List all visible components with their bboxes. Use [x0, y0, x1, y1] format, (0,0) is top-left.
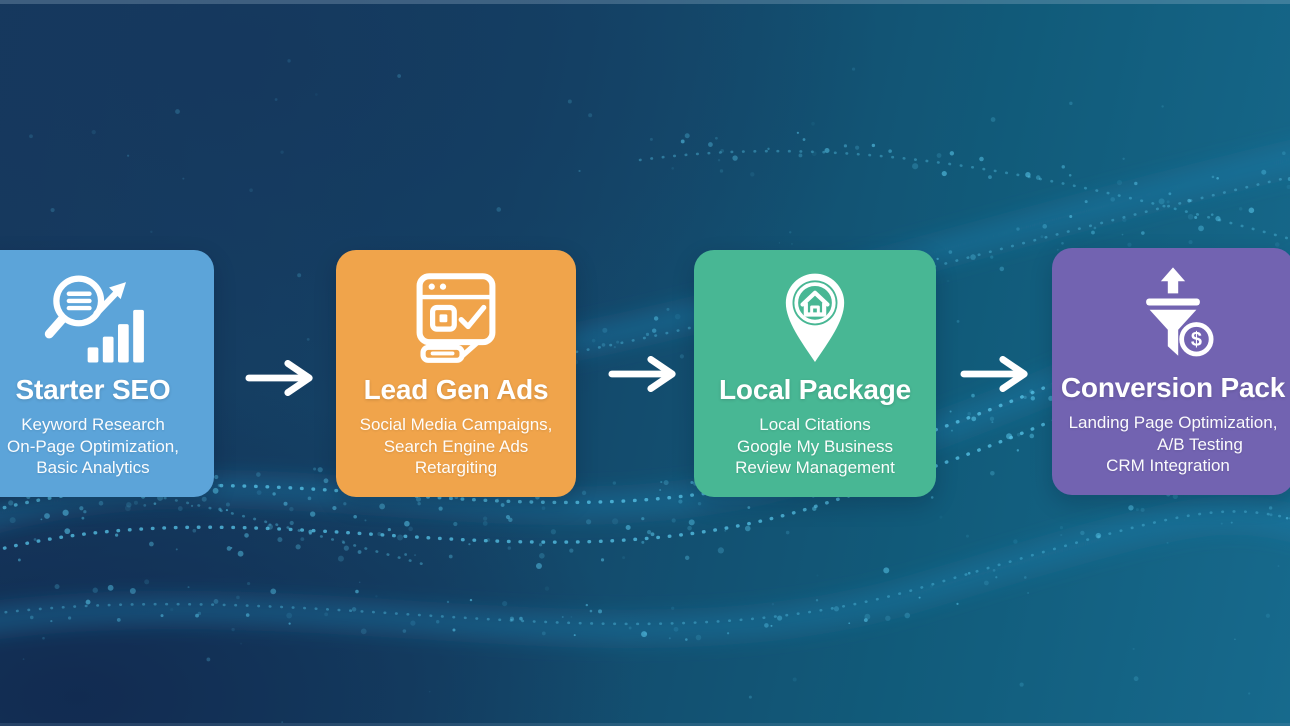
step-feature-line: CRM Integration — [1047, 455, 1289, 477]
step-feature-line: Basic Analytics — [0, 457, 214, 479]
step-title: Conversion Pack — [1061, 372, 1285, 404]
step-feature-line: Retargiting — [336, 457, 576, 479]
step-feature-line: On-Page Optimization, — [0, 436, 214, 458]
step-feature-line: Search Engine Ads — [336, 436, 576, 458]
step-features: Landing Page Optimization, A/B Testing C… — [1052, 412, 1290, 477]
step-title: Lead Gen Ads — [364, 374, 549, 406]
step-feature-line: Keyword Research — [0, 414, 214, 436]
flow-arrow-icon — [244, 355, 318, 401]
step-title: Starter SEO — [16, 374, 171, 406]
step-card-conversion-pack: $ Conversion Pack Landing Page Optimizat… — [1052, 248, 1290, 495]
svg-text:$: $ — [1191, 329, 1202, 351]
seo-analytics-icon — [37, 264, 149, 370]
flow-arrow-icon — [607, 351, 681, 397]
step-feature-line: A/B Testing — [1079, 434, 1290, 456]
step-features: Social Media Campaigns, Search Engine Ad… — [336, 414, 576, 479]
step-title: Local Package — [719, 374, 911, 406]
funnel-dollar-icon: $ — [1121, 262, 1225, 368]
step-feature-line: Review Management — [694, 457, 936, 479]
step-card-local-package: Local Package Local Citations Google My … — [694, 250, 936, 497]
step-feature-line: Local Citations — [694, 414, 936, 436]
step-card-lead-gen-ads: Lead Gen Ads Social Media Campaigns, Sea… — [336, 250, 576, 497]
step-card-starter-seo: Starter SEO Keyword Research On-Page Opt… — [0, 250, 214, 497]
top-edge-highlight — [0, 0, 1290, 4]
step-features: Keyword Research On-Page Optimization, B… — [0, 414, 214, 479]
location-pin-home-icon — [765, 264, 865, 370]
step-feature-line: Google My Business — [694, 436, 936, 458]
step-features: Local Citations Google My Business Revie… — [694, 414, 936, 479]
flow-arrow-icon — [959, 351, 1033, 397]
step-feature-line: Landing Page Optimization, — [1052, 412, 1290, 434]
ad-window-icon — [404, 264, 508, 370]
step-feature-line: Social Media Campaigns, — [336, 414, 576, 436]
